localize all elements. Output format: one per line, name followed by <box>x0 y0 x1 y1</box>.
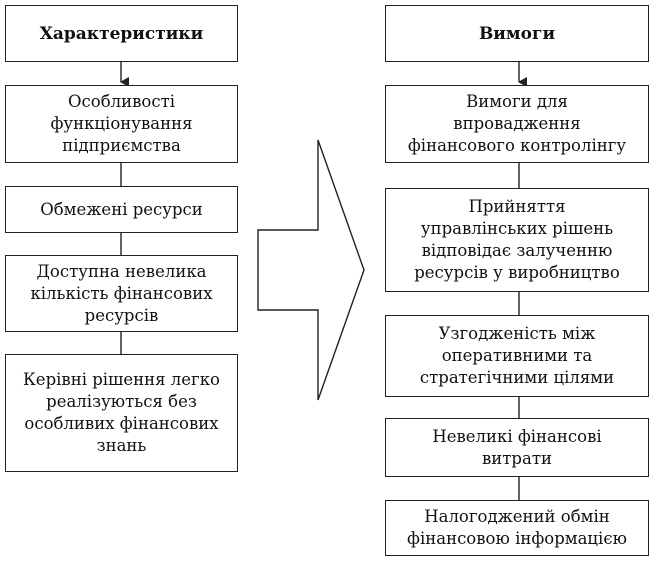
big-right-arrow <box>257 139 365 401</box>
right-item-info-exchange: Налогоджений обмін фінансовою інформаціє… <box>385 500 649 556</box>
left-item-limited-resources: Обмежені ресурси <box>5 186 238 233</box>
left-header-box: Характеристики <box>5 5 238 62</box>
right-item-requirements: Вимоги для впровадження фінансового конт… <box>385 85 649 163</box>
left-item-available-finance: Доступна невелика кількість фінансових р… <box>5 255 238 332</box>
left-item-features: Особливості функціонування підприємства <box>5 85 238 163</box>
right-item-goal-alignment: Узгодженість між оперативними та стратег… <box>385 315 649 397</box>
right-item-decision-making: Прийняття управлінських рішень відповіда… <box>385 188 649 292</box>
right-header-box: Вимоги <box>385 5 649 62</box>
left-item-management-decisions: Керівні рішення легко реалізуються без о… <box>5 354 238 472</box>
right-item-small-costs: Невеликі фінансові витрати <box>385 418 649 477</box>
